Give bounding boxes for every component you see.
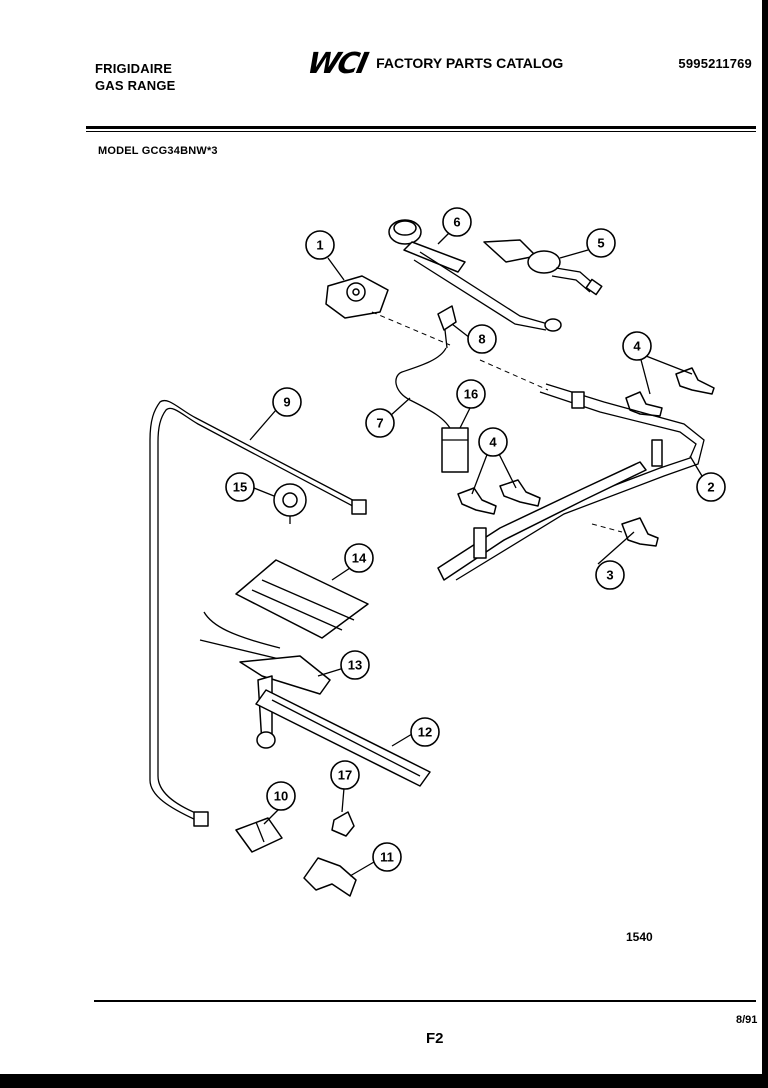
part-3-valve (591, 517, 659, 547)
part-15-nut (273, 483, 307, 524)
callout-4b: 4 (478, 427, 508, 457)
brand-block: FRIGIDAIRE GAS RANGE (95, 60, 176, 94)
callout-16: 16 (456, 379, 486, 409)
callout-7-label: 7 (376, 416, 383, 431)
callout-15-label: 15 (233, 480, 247, 495)
leader-lines (249, 231, 703, 877)
part-12-burner (255, 689, 431, 787)
callout-5-label: 5 (597, 236, 604, 251)
callout-14: 14 (344, 543, 374, 573)
part-17-clip (331, 811, 355, 837)
brand-name: FRIGIDAIRE (95, 61, 173, 76)
part-10-holder (235, 817, 283, 853)
callout-4b-label: 4 (489, 435, 497, 450)
catalog-title: FACTORY PARTS CATALOG (376, 55, 564, 71)
catalog-header: WCI FACTORY PARTS CATALOG (304, 46, 564, 80)
callout-6-label: 6 (453, 215, 460, 230)
callout-12-label: 12 (418, 725, 432, 740)
callout-7: 7 (365, 408, 395, 438)
callout-2-label: 2 (707, 480, 714, 495)
part-4-switch-middle (457, 479, 541, 515)
part-7-wire (395, 347, 453, 433)
callout-14-label: 14 (352, 551, 367, 566)
callout-10-label: 10 (274, 789, 288, 804)
callout-9-label: 9 (283, 395, 290, 410)
callout-3-label: 3 (606, 568, 613, 583)
callout-8-label: 8 (478, 332, 485, 347)
callout-3: 3 (595, 560, 625, 590)
part-8-bracket (437, 305, 457, 349)
header-rule-thin (86, 131, 756, 132)
callout-10: 10 (266, 781, 296, 811)
footer-rule (94, 1000, 756, 1002)
callout-6: 6 (442, 207, 472, 237)
model-label: MODEL GCG34BNW*3 (98, 145, 218, 157)
part-9-tube (149, 399, 367, 827)
product-type: GAS RANGE (95, 78, 176, 93)
catalog-part-number: 5995211769 (678, 56, 752, 71)
part-16-module (441, 427, 469, 473)
callout-12: 12 (410, 717, 440, 747)
part-1-valve (325, 275, 451, 346)
callout-2: 2 (696, 472, 726, 502)
part-5-burner (483, 239, 603, 296)
header-rule (86, 126, 756, 129)
part-2-manifold (437, 359, 705, 581)
revision-date: 8/91 (736, 1014, 758, 1026)
callout-13-label: 13 (348, 658, 362, 673)
part-11-bracket (303, 857, 357, 897)
callout-11-label: 11 (380, 850, 394, 865)
callout-5: 5 (586, 228, 616, 258)
page-frame-bottom (0, 1074, 768, 1088)
callout-1: 1 (305, 230, 335, 260)
part-14-baffle (235, 559, 369, 639)
callout-1-label: 1 (316, 238, 323, 253)
callout-9: 9 (272, 387, 302, 417)
callout-17: 17 (330, 760, 360, 790)
callout-13: 13 (340, 650, 370, 680)
callout-11: 11 (372, 842, 402, 872)
page-frame-right (762, 0, 768, 1088)
callout-8: 8 (467, 324, 497, 354)
part-4-switch-upper (625, 367, 715, 417)
callout-15: 15 (225, 472, 255, 502)
callout-4a: 4 (622, 331, 652, 361)
callout-16-label: 16 (464, 387, 478, 402)
figure-number: 1540 (626, 930, 653, 944)
part-6-burner (388, 219, 562, 332)
callout-17-label: 17 (338, 768, 352, 783)
page-label: F2 (426, 1030, 444, 1047)
callout-4a-label: 4 (633, 339, 641, 354)
